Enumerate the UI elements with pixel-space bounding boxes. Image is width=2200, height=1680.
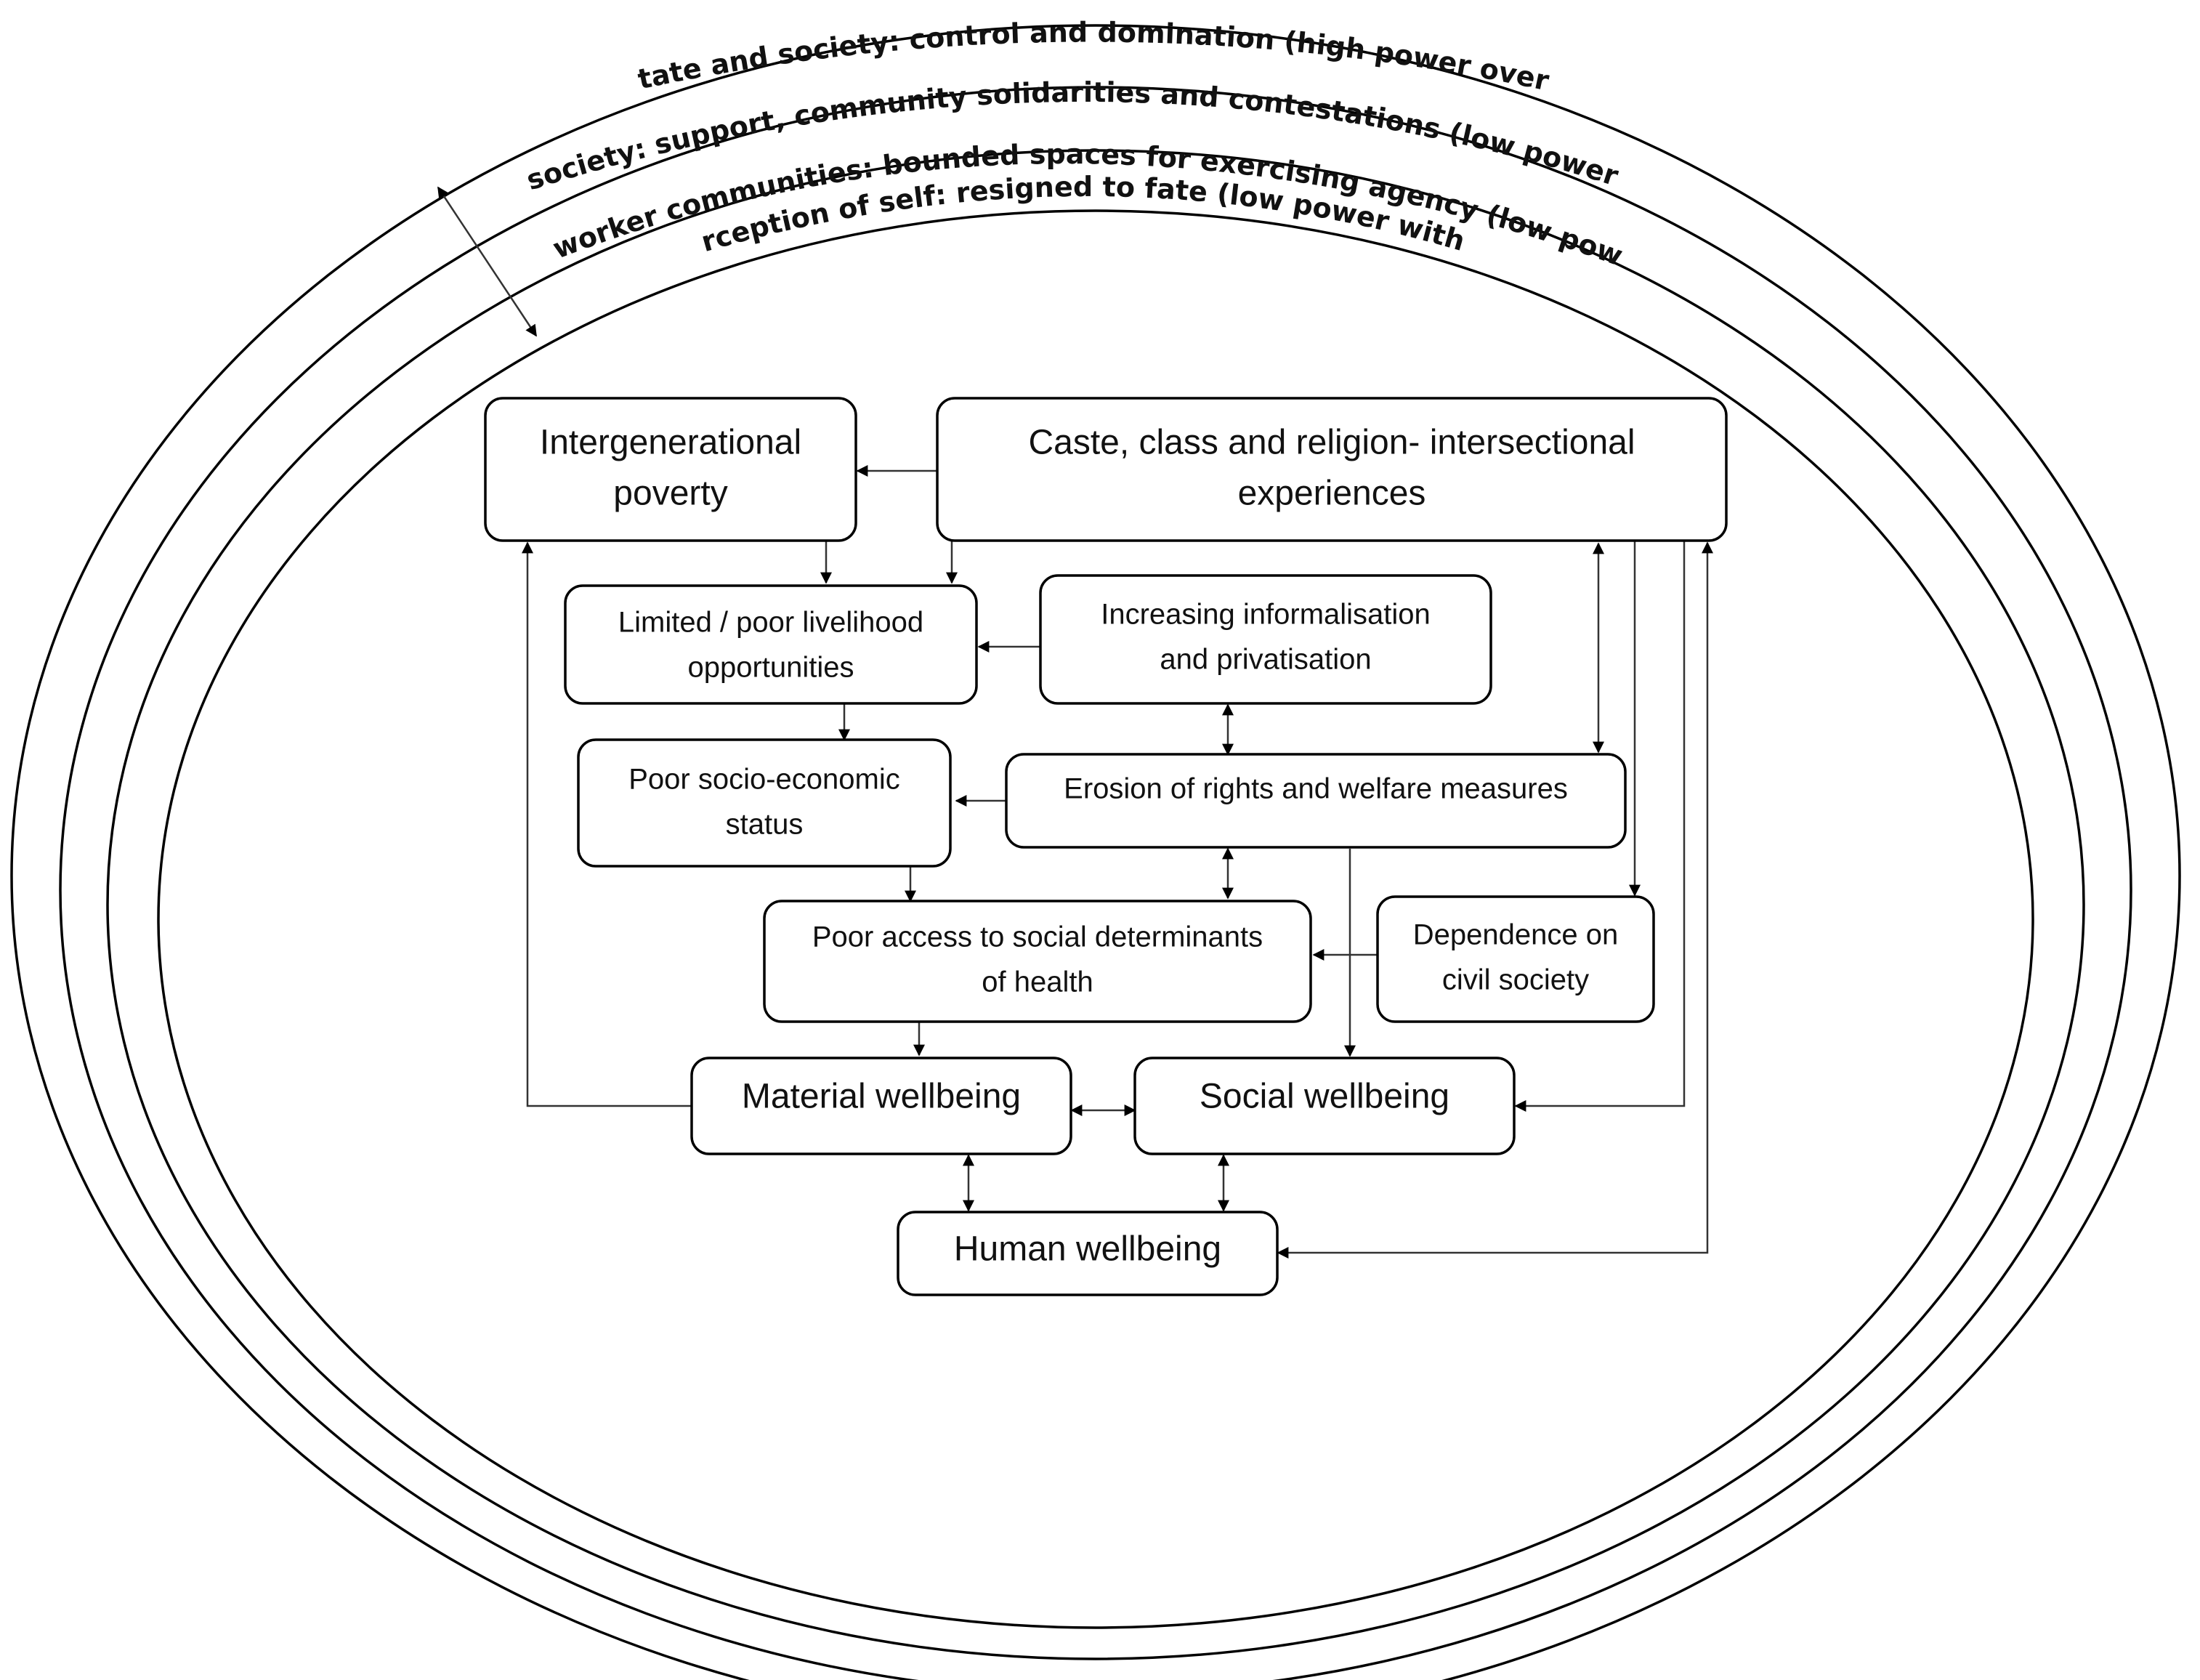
box-dependence-frame <box>1376 895 1655 1023</box>
box-human-frame <box>897 1211 1279 1296</box>
ring-waste-worker-communities <box>106 149 2085 1660</box>
box-socioeconomic-frame <box>577 738 952 868</box>
box-livelihood-line-2: opportunities <box>687 652 854 684</box>
box-intergenerational-poverty: Intergenerational poverty <box>484 397 857 542</box>
box-informalisation-line-1: Increasing informalisation <box>1101 599 1431 631</box>
box-material-line-1: Material wellbeing <box>742 1078 1021 1116</box>
ring-label-state: State and society: control and dominatio… <box>0 0 1552 97</box>
ring-labels: State and society: control and dominatio… <box>0 0 1631 272</box>
box-intergenerational-line-1: Intergenerational <box>540 424 801 462</box>
box-caste-class-religion: Caste, class and religion- intersectiona… <box>936 397 1728 542</box>
box-informalisation-frame <box>1039 574 1492 705</box>
box-social-determinants-access: Poor access to social determinants of he… <box>763 900 1312 1023</box>
edge-material-to-intergenerational <box>522 541 692 1107</box>
box-access-line-1: Poor access to social determinants <box>812 921 1263 953</box>
box-livelihood-line-1: Limited / poor livelihood <box>618 607 923 639</box>
box-social-frame <box>1133 1057 1516 1155</box>
box-material-wellbeing: Material wellbeing <box>690 1057 1072 1155</box>
box-intergenerational-line-2: poverty <box>613 474 727 513</box>
ring-state-and-society <box>10 24 2181 1680</box>
box-limited-livelihood: Limited / poor livelihood opportunities <box>564 584 978 705</box>
box-socioeconomic-line-2: status <box>726 809 804 841</box>
edge-human-to-caste <box>1277 541 1713 1259</box>
box-informalisation-line-2: and privatisation <box>1160 644 1371 676</box>
connectors <box>522 465 1713 1259</box>
box-dependence-civil-society: Dependence on civil society <box>1376 895 1655 1023</box>
box-social-wellbeing: Social wellbeing <box>1133 1057 1516 1155</box>
box-dependence-line-1: Dependence on <box>1413 919 1618 951</box>
box-livelihood-frame <box>564 584 978 705</box>
box-intergenerational-frame <box>484 397 857 542</box>
box-informalisation: Increasing informalisation and privatisa… <box>1039 574 1492 705</box>
ring-span-arrow <box>437 186 538 337</box>
ring-perception-of-self <box>157 209 2034 1629</box>
box-human-wellbeing: Human wellbeing <box>897 1211 1279 1296</box>
box-caste-line-2: experiences <box>1238 474 1426 513</box>
box-caste-line-1: Caste, class and religion- intersectiona… <box>1028 424 1635 462</box>
box-dependence-line-2: civil society <box>1442 964 1589 996</box>
ring-civil-society <box>59 86 2132 1680</box>
box-social-line-1: Social wellbeing <box>1200 1078 1449 1116</box>
box-caste-frame <box>936 397 1728 542</box>
box-socioeconomic-line-1: Poor socio-economic <box>628 764 900 796</box>
box-erosion-line-1: Erosion of rights and welfare measures <box>1064 773 1568 805</box>
box-erosion-frame <box>1005 753 1627 849</box>
box-erosion-of-rights: Erosion of rights and welfare measures <box>1005 753 1627 849</box>
box-access-line-2: of health <box>982 966 1093 998</box>
power-rings <box>10 24 2181 1680</box>
box-socioeconomic-status: Poor socio-economic status <box>577 738 952 868</box>
box-access-frame <box>763 900 1312 1023</box>
box-material-frame <box>690 1057 1072 1155</box>
box-human-line-1: Human wellbeing <box>954 1230 1221 1269</box>
